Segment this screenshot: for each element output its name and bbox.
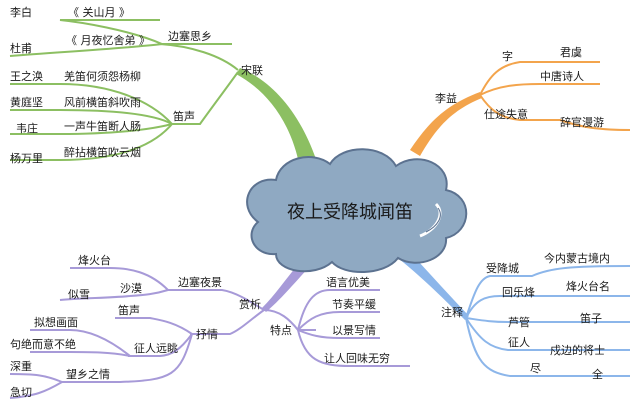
jin-key: 尽 — [530, 362, 541, 375]
line-yang-wan-li: 醉拈横笛吹云烟 — [64, 145, 141, 159]
ju-jue-yi-bu-jue: 句绝而意不绝 — [10, 337, 76, 351]
li-yi-label: 李益 — [435, 91, 457, 105]
zheng-ren-yuan-tiao-label: 征人远眺 — [134, 342, 178, 355]
poet-du-fu: 杜甫 — [10, 41, 32, 55]
zhu-shi-label: 注释 — [441, 305, 463, 319]
poem-yue-ye: 《 月夜忆舍弟 》 — [66, 33, 150, 47]
poet-wang-zhi-huan: 王之涣 — [10, 69, 43, 83]
shang-xi-label: 赏析 — [239, 297, 261, 311]
ni-xiang-hua-mian: 拟想画面 — [34, 315, 78, 329]
bian-sai-si-xiang-label: 边塞思乡 — [168, 29, 212, 43]
lu-guan-value: 笛子 — [580, 311, 602, 325]
shen-zhong: 深重 — [10, 359, 32, 373]
poet-yang-wan-li: 杨万里 — [10, 151, 43, 165]
shu-qing-label: 抒情 — [196, 327, 218, 341]
poem-guan-shan-yue: 《 关山月 》 — [68, 5, 130, 19]
shang-xi-lines — [9, 267, 410, 399]
poet-huang-ting-jian: 黄庭坚 — [10, 95, 43, 109]
li-yi-zi-value: 君虞 — [560, 45, 582, 59]
shou-jiang-cheng-key: 受降城 — [486, 261, 519, 275]
zheng-ren-value: 戍边的将士 — [550, 343, 605, 357]
shu-qing-di-sheng: 笛声 — [118, 303, 140, 317]
branch-shang-xi — [262, 262, 310, 312]
yu-yan-you-mei: 语言优美 — [326, 276, 370, 289]
branch-zhu-shi — [398, 250, 469, 320]
line-wei-zhuang: 一声牛笛断人肠 — [64, 119, 141, 133]
bian-sai-ye-jing-label: 边塞夜景 — [178, 275, 222, 289]
rang-ren-hui-wei: 让人回味无穷 — [324, 351, 390, 365]
wang-xiang-label: 望乡之情 — [66, 367, 110, 381]
lu-guan-key: 芦管 — [508, 315, 530, 329]
center-title: 夜上受降城闻笛 — [287, 202, 413, 223]
hui-le-feng-key: 回乐烽 — [502, 286, 535, 299]
yi-jing-xie-qing: 以景写情 — [332, 324, 376, 337]
si-xue: 似雪 — [68, 288, 90, 301]
zhu-shi-lines — [465, 265, 631, 377]
line-wang-zhi-huan: 羌笛何须怨杨柳 — [64, 69, 141, 83]
shou-jiang-cheng-value: 今内蒙古境内 — [544, 251, 610, 265]
jie-zou-ping-huan: 节奏平缓 — [332, 298, 376, 311]
song-lian-label: 宋联 — [241, 63, 263, 77]
te-dian-label: 特点 — [270, 323, 292, 337]
jin-value: 全 — [592, 367, 603, 381]
center-cloud — [246, 148, 468, 273]
di-sheng-label: 笛声 — [173, 109, 195, 123]
branch-li-yi — [410, 92, 482, 156]
poet-li-bai: 李白 — [10, 5, 32, 19]
branch-song-lian — [236, 68, 318, 168]
line-huang-ting-jian: 风前横笛斜吹雨 — [64, 95, 141, 109]
feng-huo-tai: 烽火台 — [78, 253, 111, 267]
li-yi-zi-key: 字 — [502, 49, 513, 63]
sha-mo: 沙漠 — [120, 282, 142, 295]
hui-le-feng-value: 烽火台名 — [566, 279, 610, 293]
ji-qie: 急切 — [10, 385, 32, 399]
li-yi-zhong-tang: 中唐诗人 — [540, 69, 584, 83]
zheng-ren-key: 征人 — [508, 336, 530, 349]
li-yi-lines — [479, 61, 631, 131]
li-yi-shi-tu-key: 仕途失意 — [484, 107, 528, 121]
song-lian-lines — [9, 19, 239, 161]
poet-wei-zhuang: 韦庄 — [16, 121, 38, 135]
li-yi-shi-tu-value: 辞官漫游 — [560, 115, 604, 129]
